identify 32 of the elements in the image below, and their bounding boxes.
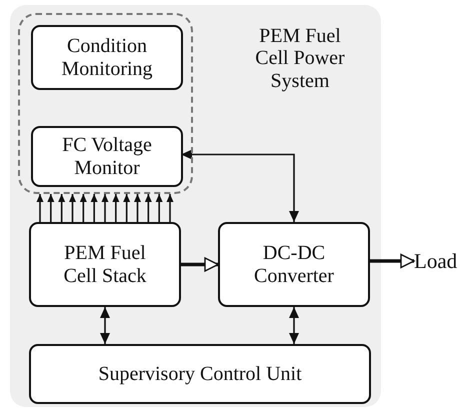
- arrow: [181, 150, 299, 222]
- box-label: Condition Monitoring: [60, 35, 154, 80]
- box-label: DC-DC Converter: [253, 242, 335, 287]
- process-box: [31, 25, 183, 90]
- arrow: [100, 307, 110, 344]
- box-label: PEM Fuel Cell Stack: [62, 242, 148, 287]
- signal-arrow: [102, 194, 108, 222]
- signal-arrow: [156, 194, 163, 222]
- panel-title: PEM Fuel Cell Power System: [254, 25, 346, 92]
- power-flow-arrow: [181, 257, 219, 272]
- signal-arrow: [36, 194, 44, 222]
- process-box: [29, 344, 371, 404]
- signal-arrow: [166, 194, 174, 222]
- arrow: [289, 307, 299, 344]
- power-flow-arrow: [370, 254, 415, 268]
- box-label: Supervisory Control Unit: [97, 362, 303, 386]
- signal-arrow: [69, 194, 76, 222]
- signal-arrow: [58, 194, 66, 222]
- process-box: [218, 222, 370, 307]
- dashed-group: [18, 13, 193, 194]
- load-label: Load: [414, 247, 458, 275]
- signal-arrow: [90, 194, 98, 222]
- signal-arrow: [112, 194, 120, 222]
- signal-arrow: [80, 194, 87, 222]
- signal-arrow: [134, 194, 141, 222]
- process-box: [29, 222, 181, 307]
- signal-arrow: [47, 194, 54, 222]
- process-box: [31, 126, 183, 187]
- box-label: FC Voltage Monitor: [61, 134, 153, 179]
- system-panel: [10, 5, 381, 407]
- signal-arrow: [144, 194, 152, 222]
- signal-arrow: [123, 194, 130, 222]
